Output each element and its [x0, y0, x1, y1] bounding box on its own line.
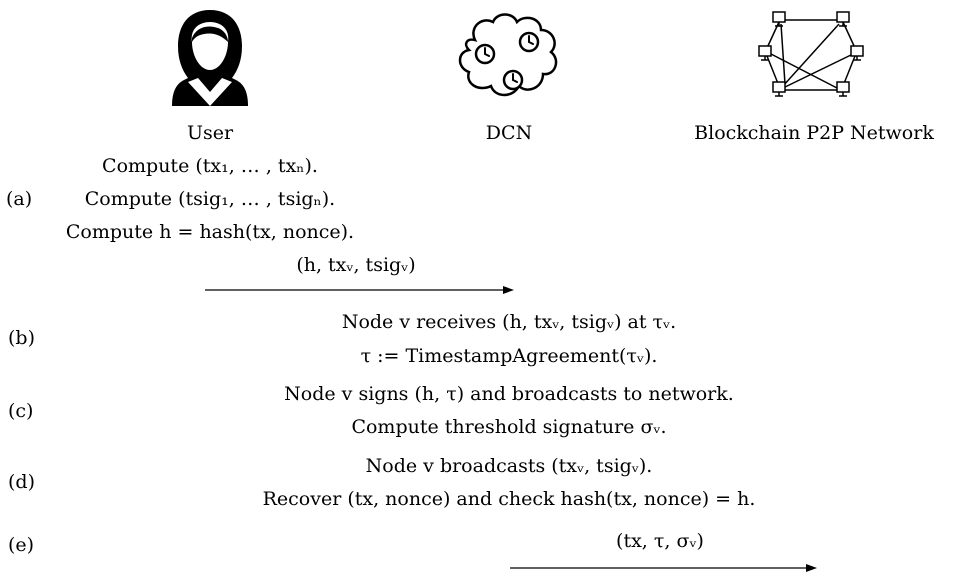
step-a-line-1: Compute (tx₁, … , txₙ).	[102, 155, 318, 177]
step-b-line-2: τ := TimestampAgreement(τᵥ).	[360, 345, 658, 367]
step-d-label: (d)	[8, 471, 35, 493]
step-a-line-2: Compute (tsig₁, … , tsigₙ).	[84, 188, 336, 210]
p2p-network-icon	[758, 11, 864, 97]
step-b-label: (b)	[8, 327, 35, 349]
step-d-line-2: Recover (tx, nonce) and check hash(tx, n…	[262, 488, 756, 510]
step-e-message: (tx, τ, σᵥ)	[616, 530, 704, 552]
step-b-line-1: Node v receives (h, txᵥ, tsigᵥ) at τᵥ.	[341, 311, 677, 333]
step-a-message: (h, txᵥ, tsigᵥ)	[296, 254, 416, 276]
arrow-user-to-dcn	[205, 286, 514, 294]
arrow-dcn-to-p2p	[510, 564, 817, 572]
step-c-label: (c)	[8, 400, 34, 422]
step-c-line-2: Compute threshold signature σᵥ.	[351, 416, 667, 438]
actor-dcn-label: DCN	[485, 122, 533, 144]
actor-user-label: User	[186, 122, 234, 144]
actor-p2p-label: Blockchain P2P Network	[694, 122, 934, 144]
step-e-label: (e)	[8, 534, 35, 556]
step-a-line-3: Compute h = hash(tx, nonce).	[65, 221, 355, 243]
dcn-cloud-clock-icon	[458, 13, 558, 97]
step-d-line-1: Node v broadcasts (txᵥ, tsigᵥ).	[365, 455, 653, 477]
step-a-label: (a)	[6, 188, 33, 210]
step-c-line-1: Node v signs (h, τ) and broadcasts to ne…	[284, 383, 734, 405]
user-icon	[172, 10, 248, 106]
